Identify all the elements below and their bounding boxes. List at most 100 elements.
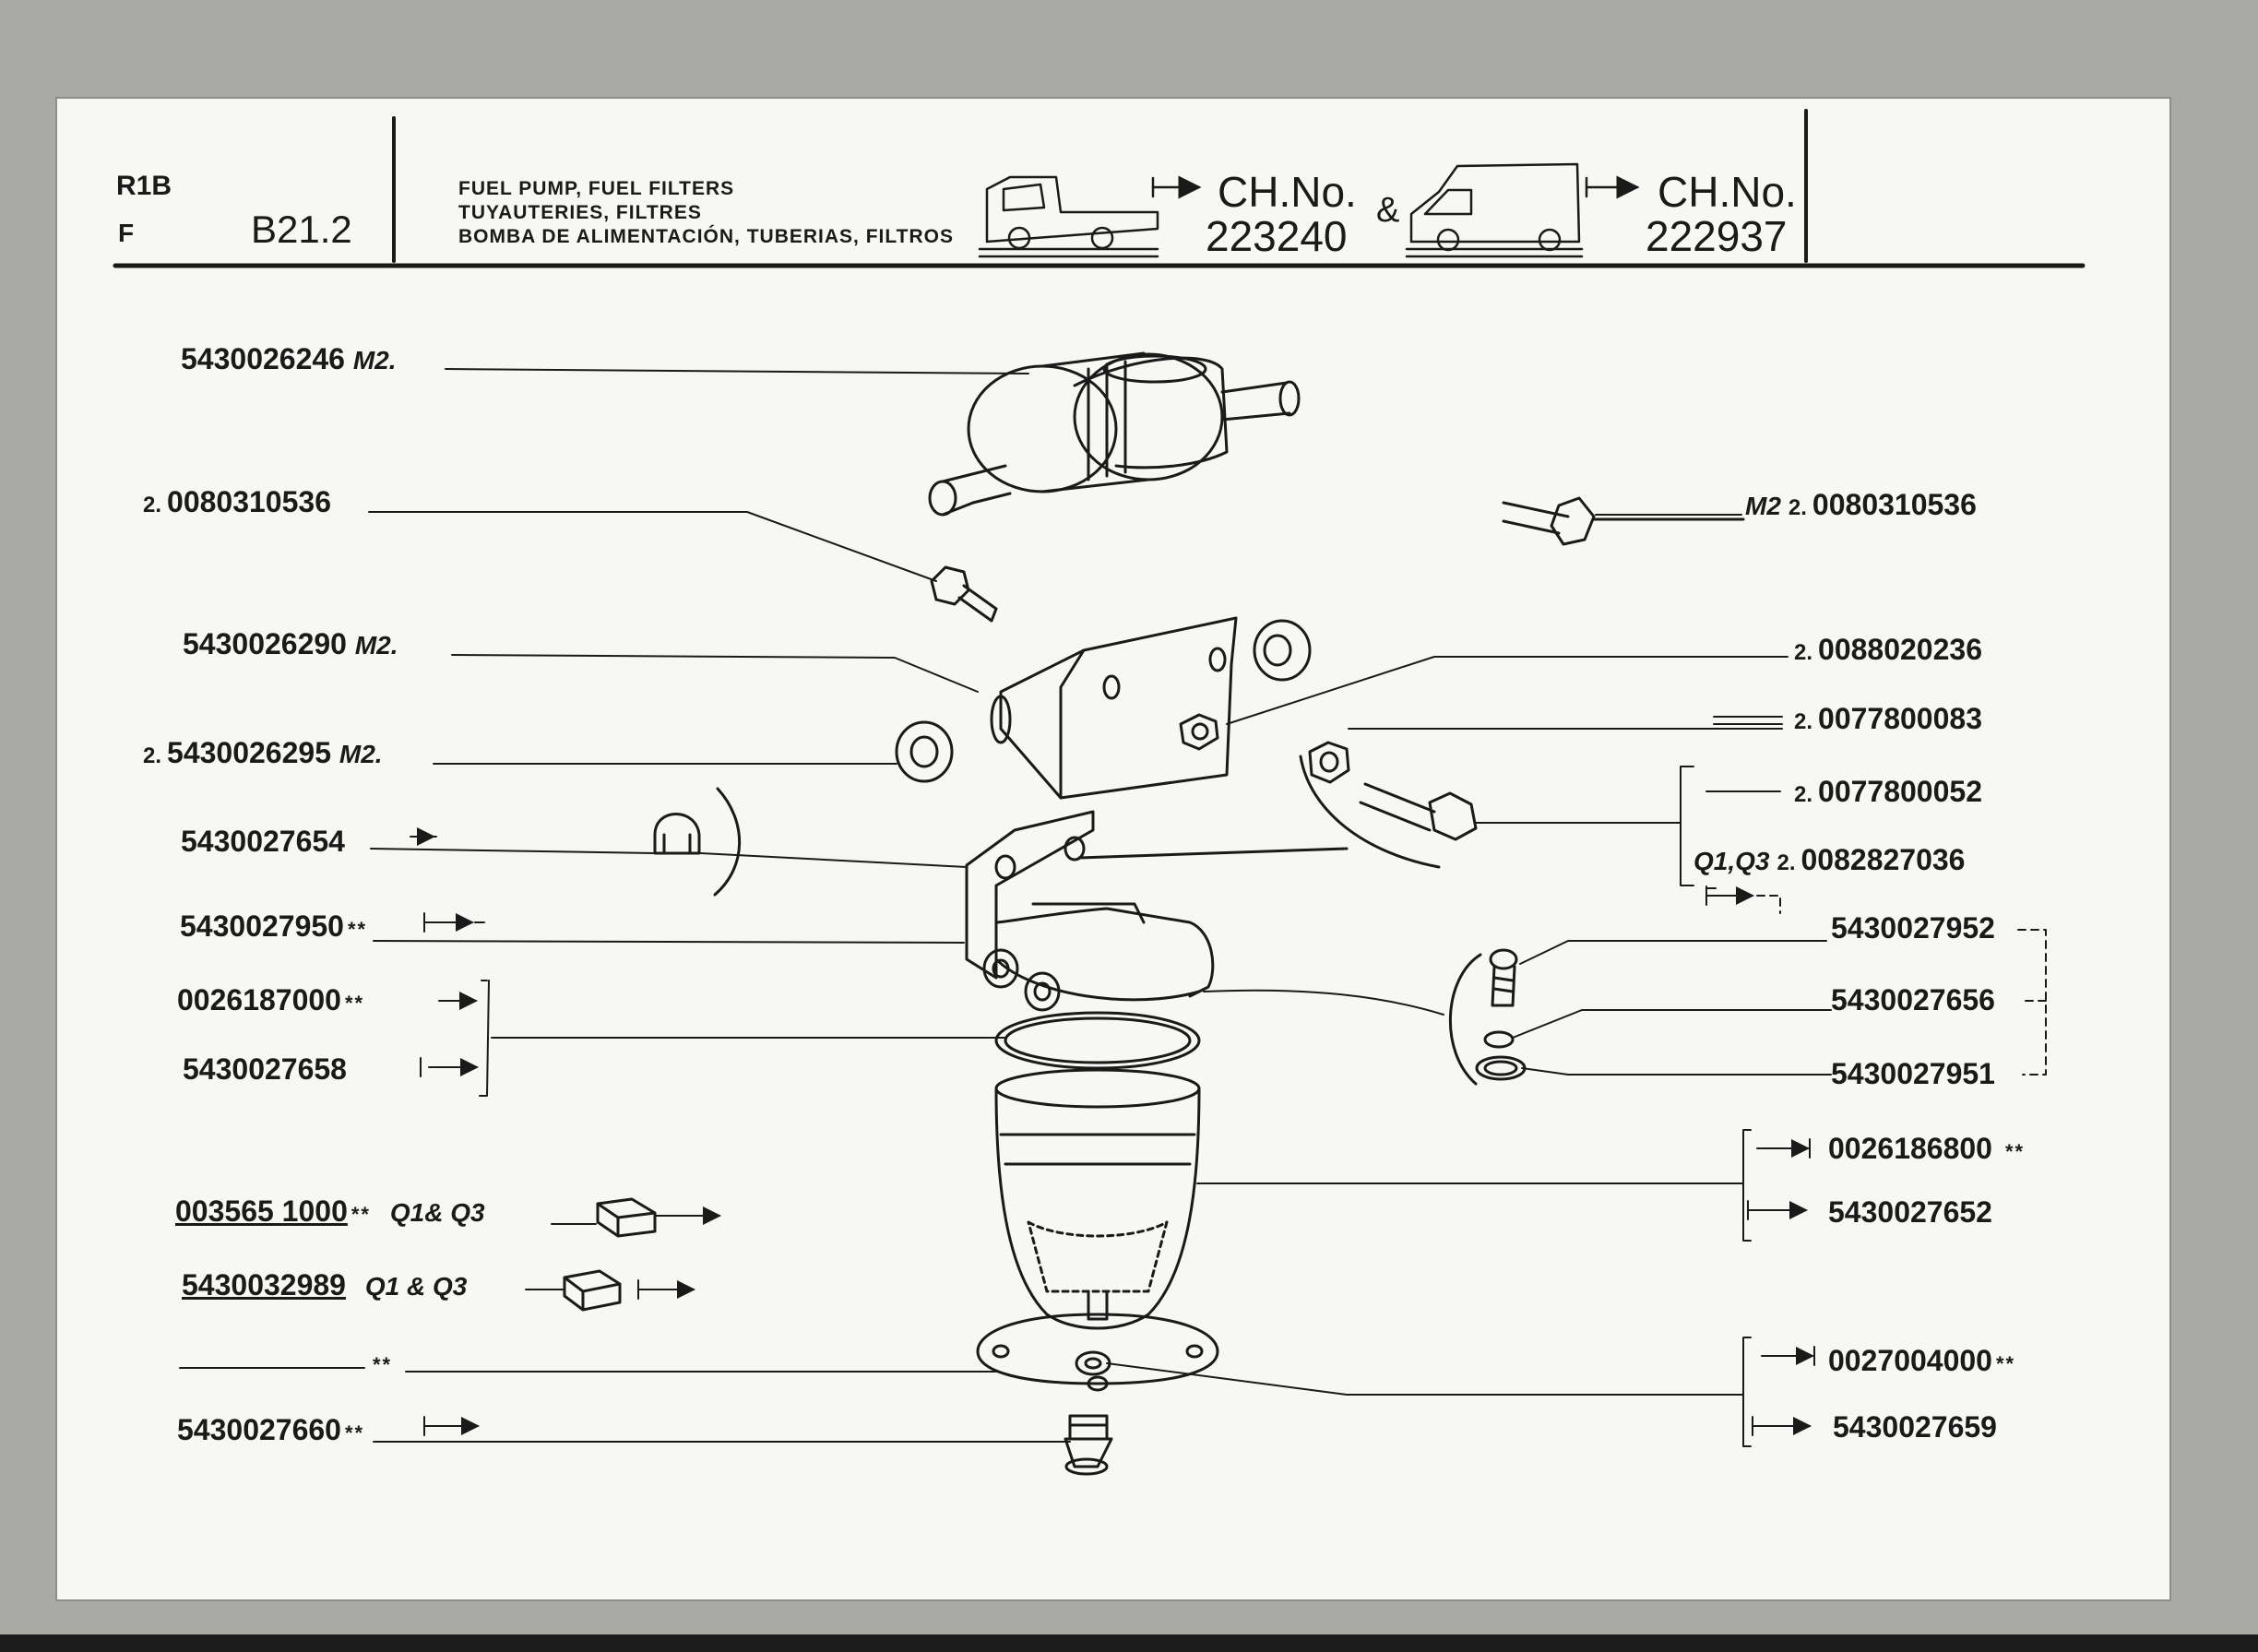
bolt-right-drawing bbox=[1502, 496, 1745, 546]
part-number: 5430032989 bbox=[182, 1268, 346, 1301]
part-number: 5430027660 bbox=[177, 1413, 341, 1446]
callout-seal-ring: 5430027951 bbox=[1831, 1059, 1995, 1088]
part-number: 5430027951 bbox=[1831, 1057, 1995, 1090]
leader-lines-left bbox=[179, 368, 1071, 1443]
variant-note: M2. bbox=[339, 740, 383, 768]
callout-drain-plug: 5430027660** bbox=[177, 1415, 364, 1444]
language-code: F bbox=[118, 219, 135, 247]
bolt-drawing bbox=[930, 565, 998, 623]
base-plate-drawing bbox=[976, 1313, 1219, 1392]
part-number: 5430026295 bbox=[167, 736, 331, 769]
ampersand: & bbox=[1376, 191, 1400, 230]
asterisk-note: ** bbox=[344, 992, 365, 1015]
chassis-label-1: CH.No. bbox=[1218, 168, 1357, 216]
callout-pump-bolt: 2.0080310536 bbox=[143, 487, 331, 517]
quantity: 2. bbox=[143, 743, 162, 768]
callout-long-bolt: Q1,Q3 2.0082827036 bbox=[1694, 845, 1965, 874]
mounting-bracket-drawing bbox=[990, 616, 1238, 800]
scanner-edge bbox=[0, 1634, 2258, 1652]
chassis-number-2: 222937 bbox=[1646, 212, 1788, 260]
part-number: 5430026246 bbox=[181, 342, 345, 375]
quantity: 2. bbox=[1794, 782, 1813, 807]
description-en: FUEL PUMP, FUEL FILTERS bbox=[458, 178, 735, 199]
callout-right-bolt: M2 2.0080310536 bbox=[1745, 490, 1977, 519]
callout-bracket: 5430026290 M2. bbox=[183, 629, 398, 659]
callout-repair-kit-2: 5430032989 Q1 & Q3 bbox=[182, 1270, 467, 1300]
description-fr: TUYAUTERIES, FILTRES bbox=[458, 202, 702, 223]
part-number: 003565 1000 bbox=[175, 1194, 348, 1228]
callout-washer: 2.0077800083 bbox=[1794, 704, 1982, 733]
quantity: 2. bbox=[1788, 495, 1807, 520]
part-number: 0088020236 bbox=[1818, 633, 1982, 666]
callout-gasket-kit: 0026187000** bbox=[177, 985, 364, 1015]
part-number: 0026186800 bbox=[1828, 1132, 1992, 1165]
plate-number: B21.2 bbox=[251, 208, 352, 251]
part-number: 5430026290 bbox=[183, 627, 347, 660]
part-number: 5430027656 bbox=[1831, 983, 1995, 1016]
quantity: 2. bbox=[143, 493, 162, 517]
quantity: 2. bbox=[1794, 640, 1813, 665]
part-number: 0026187000 bbox=[177, 983, 341, 1016]
variant-note: M2. bbox=[352, 346, 397, 374]
variant-note: M2. bbox=[354, 631, 398, 660]
chassis-number-1: 223240 bbox=[1206, 212, 1348, 260]
part-number: 5430027659 bbox=[1833, 1410, 1997, 1444]
asterisk-note: ** bbox=[351, 1203, 371, 1226]
asterisk-note: ** bbox=[347, 918, 368, 941]
part-number: 5430027652 bbox=[1828, 1195, 1992, 1229]
filter-bowl-drawing bbox=[994, 1068, 1201, 1330]
callout-drain-kit: 0027004000** bbox=[1828, 1346, 2015, 1375]
quantity: 2. bbox=[1794, 709, 1813, 734]
part-number: 0082827036 bbox=[1800, 843, 1966, 876]
asterisk-note: ** bbox=[2004, 1140, 2026, 1163]
fuel-pump-drawing bbox=[928, 351, 1301, 517]
asterisk-note: ** bbox=[1995, 1352, 2016, 1375]
callout-bowl-kit: 0026186800 ** bbox=[1828, 1134, 2025, 1163]
callout-filter-head: 5430027950** bbox=[180, 911, 367, 941]
drain-plug-drawing bbox=[1064, 1414, 1113, 1476]
callout-rubber-bush: 2.5430026295 M2. bbox=[143, 738, 383, 767]
gasket-ring-drawing bbox=[994, 1011, 1201, 1070]
chassis-label-2: CH.No. bbox=[1658, 168, 1797, 216]
leader-lines-right bbox=[1106, 514, 2047, 1447]
callout-nut: 2.0088020236 bbox=[1794, 635, 1982, 664]
chassis-cab-truck-icon bbox=[978, 175, 1202, 258]
part-number: 5430027658 bbox=[183, 1052, 347, 1086]
description-es: BOMBA DE ALIMENTACIÓN, TUBERIAS, FILTROS bbox=[458, 226, 954, 247]
callout-nut-2: 2.0077800052 bbox=[1794, 777, 1982, 806]
variant-note: Q1 & Q3 bbox=[364, 1272, 468, 1301]
nut-and-bolt-right-drawing bbox=[1299, 741, 1478, 869]
screw-and-washers-drawing bbox=[1449, 948, 1527, 1086]
acorn-nut-drawing bbox=[653, 787, 742, 897]
callout-bowl: 5430027652 bbox=[1828, 1197, 1992, 1227]
part-number: 5430027952 bbox=[1831, 911, 1995, 945]
part-number: 5430027654 bbox=[181, 825, 345, 858]
variant-note: Q1,Q3 bbox=[1694, 847, 1770, 875]
callout-acorn-nut: 5430027654 bbox=[181, 826, 345, 856]
callout-gasket-ring: 5430027658 bbox=[183, 1054, 347, 1084]
section-code: R1B bbox=[116, 171, 172, 201]
part-number: 0027004000 bbox=[1828, 1344, 1992, 1377]
part-number: 5430027950 bbox=[180, 909, 344, 943]
filter-head-drawing bbox=[965, 810, 1349, 1012]
callout-small-washer: 5430027656 bbox=[1831, 985, 1995, 1015]
header-rules bbox=[113, 109, 2086, 268]
panel-van-icon bbox=[1405, 162, 1640, 258]
repair-kit-blocks-drawing bbox=[563, 1197, 657, 1312]
callout-base-plate: ** bbox=[369, 1347, 392, 1376]
part-number: 0077800052 bbox=[1818, 775, 1982, 808]
quantity: 2. bbox=[1777, 850, 1796, 875]
asterisk-note: ** bbox=[373, 1353, 393, 1376]
variant-note: M2 bbox=[1745, 492, 1781, 520]
rubber-bushes-drawing bbox=[895, 619, 1312, 783]
part-number: 0080310536 bbox=[1812, 488, 1977, 521]
part-number: 0080310536 bbox=[167, 485, 331, 518]
asterisk-note: ** bbox=[344, 1421, 365, 1444]
part-number: 0077800083 bbox=[1818, 702, 1982, 735]
callout-bleed-screw: 5430027952 bbox=[1831, 913, 1995, 943]
variant-note: Q1& Q3 bbox=[389, 1198, 485, 1227]
callout-fuel-pump: 5430026246 M2. bbox=[181, 344, 397, 374]
callout-drain-seal: 5430027659 bbox=[1833, 1412, 1997, 1442]
callout-repair-kit-1: 003565 1000** Q1& Q3 bbox=[175, 1196, 485, 1226]
